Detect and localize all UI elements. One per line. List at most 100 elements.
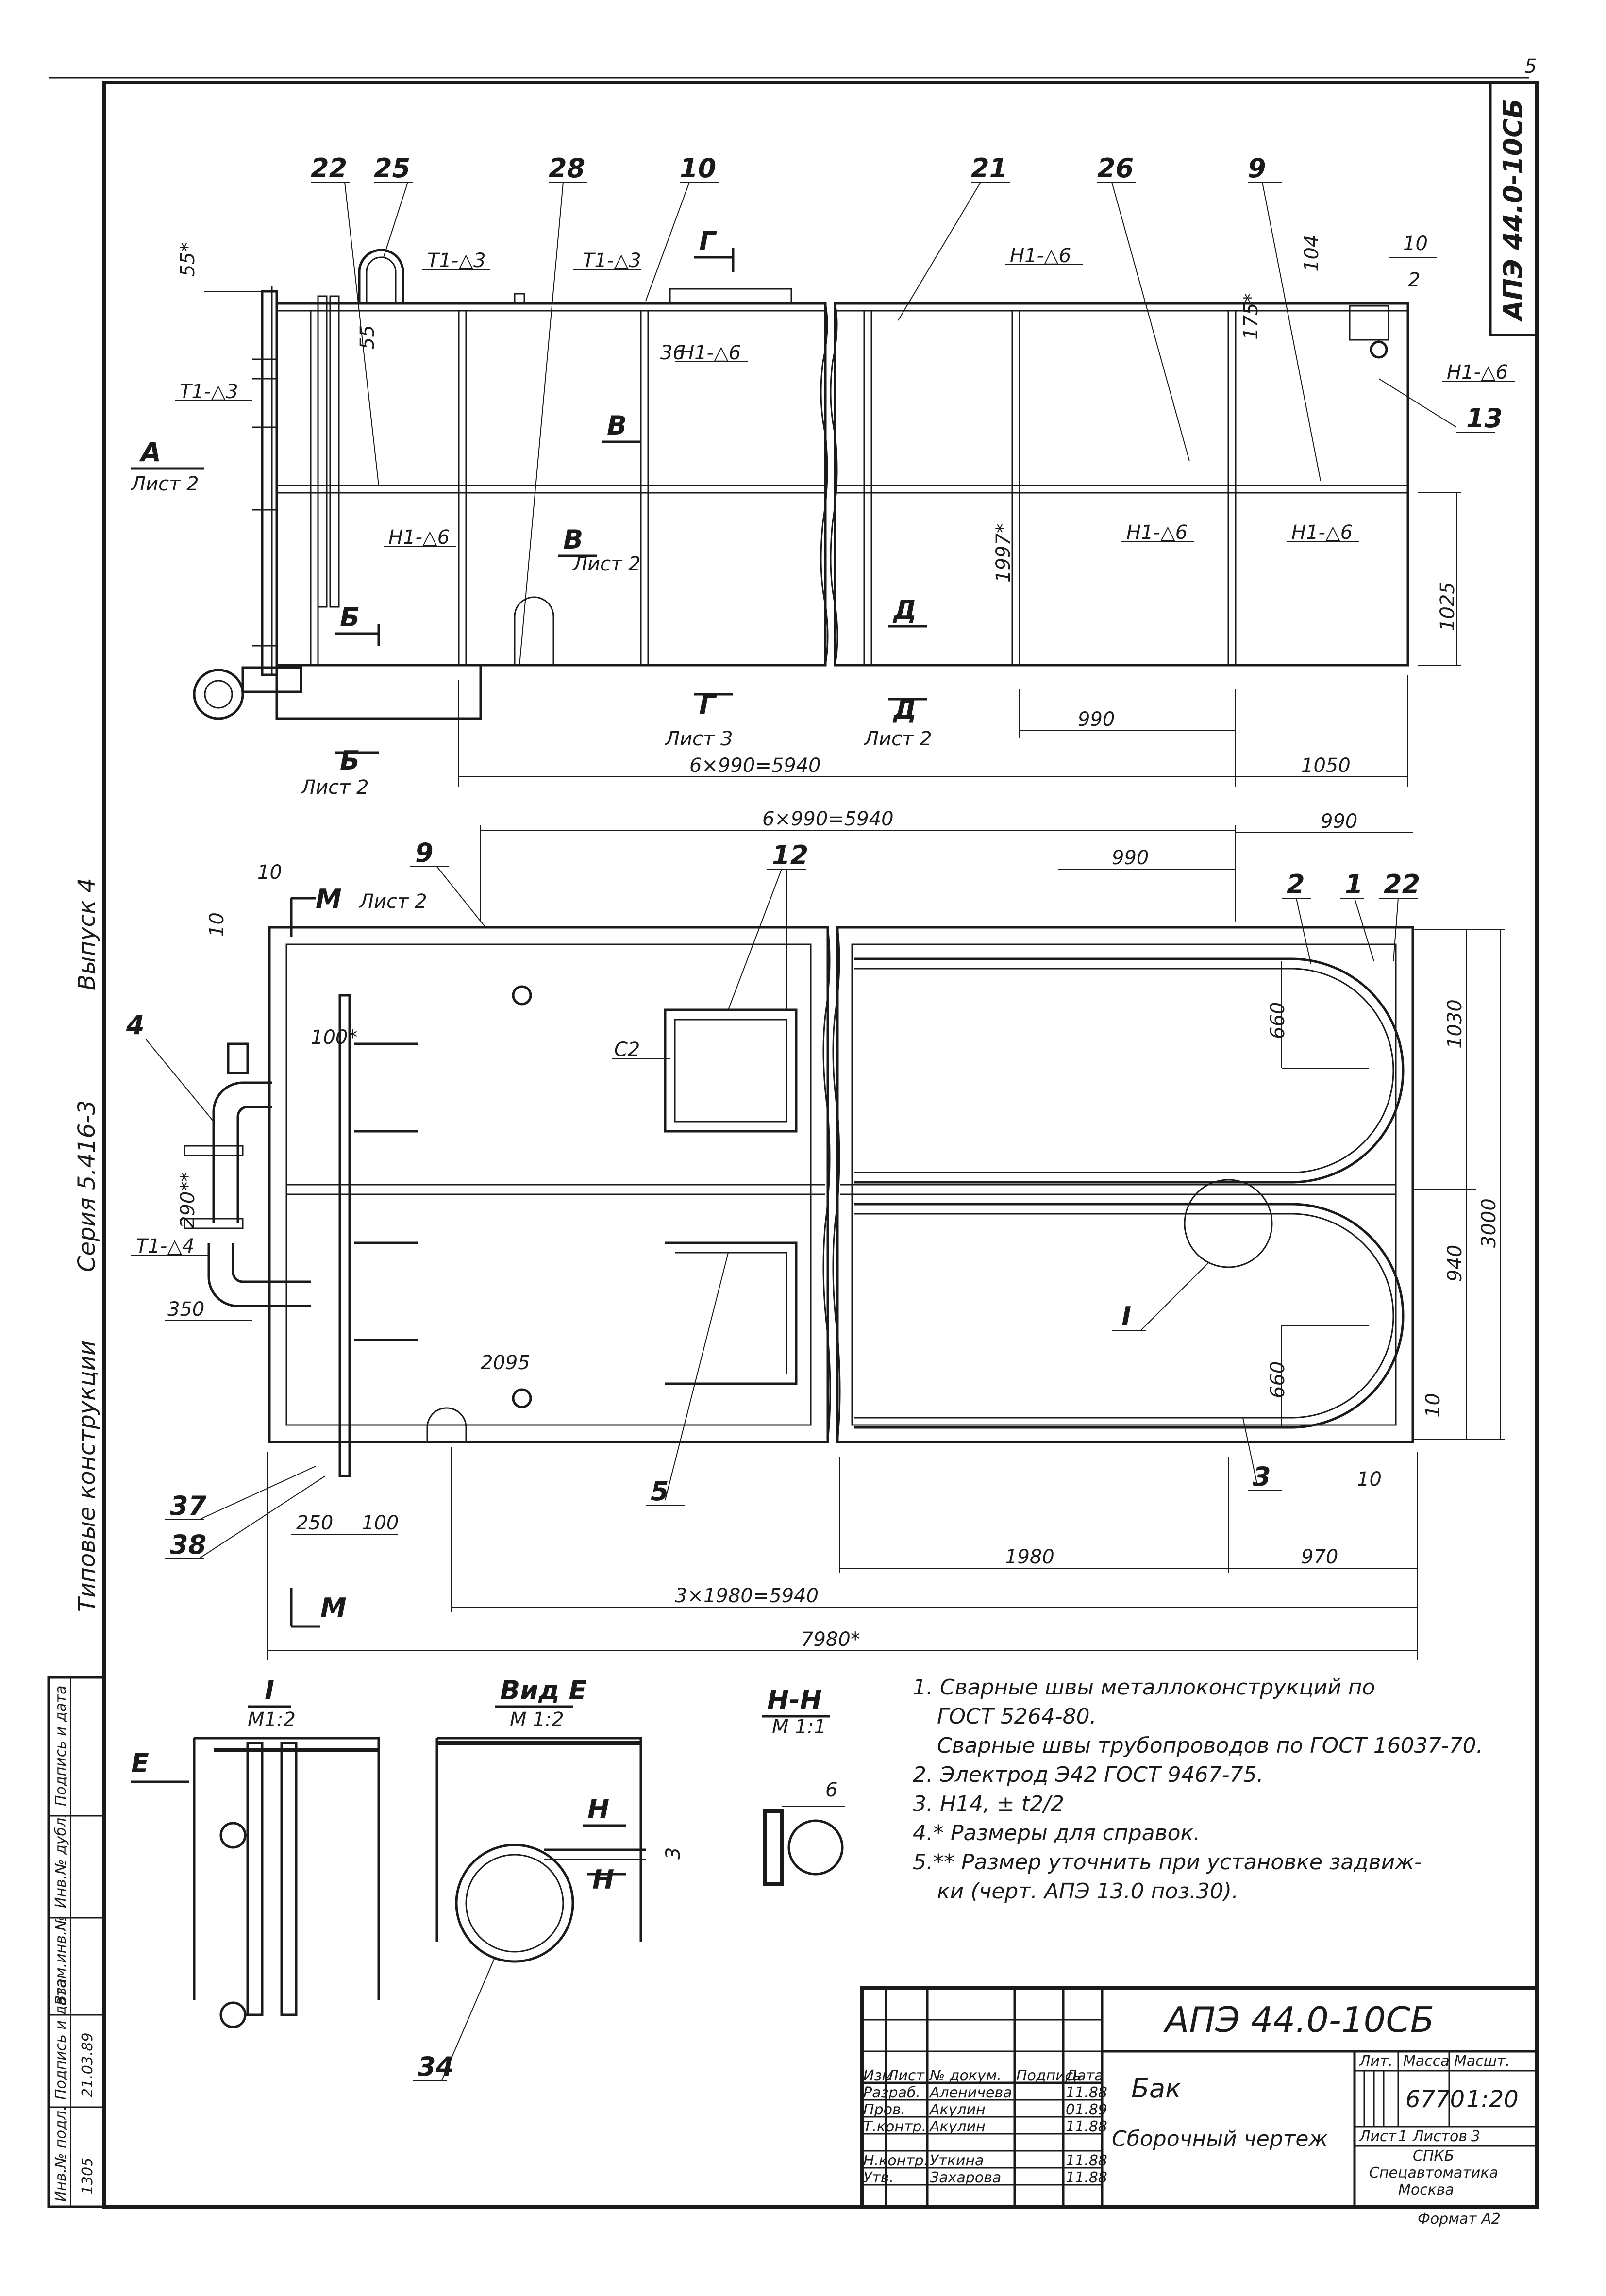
dim-55-star: 55* — [177, 242, 199, 277]
dim-1050: 1050 — [1301, 754, 1351, 777]
pos-25: 25 — [374, 153, 410, 184]
dim-3000: 3000 — [1478, 1198, 1500, 1248]
tb-row3-role: Т.контр. — [863, 2118, 926, 2135]
tb-sheet-label: Лист — [1359, 2128, 1397, 2145]
note-1c: Сварные швы трубопроводов по ГОСТ 16037-… — [937, 1733, 1483, 1758]
section-hh-title: Н-Н — [767, 1685, 822, 1715]
weld-t1-3-mid: Т1-△3 — [427, 250, 486, 272]
sheet-ref-g: Лист 3 — [664, 728, 733, 750]
tb-row6-date: 11.88 — [1066, 2169, 1107, 2186]
pos-38: 38 — [170, 1529, 206, 1560]
view-e-scale: М 1:2 — [510, 1709, 564, 1731]
dim-10-plan-d: 10 — [1357, 1468, 1382, 1491]
dim-100: 100 — [362, 1512, 399, 1534]
tb-head-doc: № докум. — [929, 2067, 1002, 2084]
dim-2095: 2095 — [481, 1352, 530, 1374]
tb-row1-date: 11.88 — [1066, 2084, 1107, 2101]
tb-doc-type: Сборочный чертеж — [1112, 2127, 1328, 2151]
dim-10-top: 10 — [1403, 233, 1428, 255]
tb-name: Бак — [1131, 2073, 1181, 2104]
tb-sheets-label: Листов — [1412, 2128, 1467, 2145]
section-v-upper: В — [607, 410, 627, 441]
detail-i-circle — [1184, 1179, 1273, 1268]
tb-scale: 1:20 — [1466, 2086, 1519, 2113]
detail-i-mark: I — [1121, 1301, 1131, 1332]
dim-970: 970 — [1301, 1546, 1338, 1568]
sheet-ref-v: Лист 2 — [572, 553, 641, 575]
pos-34: 34 — [418, 2051, 454, 2082]
sheet-ref-b: Лист 2 — [300, 776, 369, 799]
dim-36: 36 — [660, 342, 685, 364]
dim-6x990-top: 6×990=5940 — [689, 754, 821, 777]
tb-row3-name: Акулин — [929, 2118, 986, 2135]
dim-1997: 1997* — [992, 523, 1015, 583]
note-2: 2. Электрод Э42 ГОСТ 9467-75. — [913, 1762, 1264, 1787]
pos-22-top: 22 — [311, 153, 347, 184]
section-b-lower: Б — [340, 745, 360, 776]
view-e-section-top: Н — [587, 1794, 609, 1825]
dim-990-plan-mid: 990 — [1112, 847, 1149, 869]
plan-view: 9 12 2 1 22 4 37 38 5 3 I М — [121, 808, 1505, 1660]
section-g-top: Г — [699, 226, 717, 256]
note-1a: 1. Сварные швы металлоконструкций по — [913, 1675, 1375, 1700]
note-5a: 5.** Размер уточнить при установке задви… — [913, 1850, 1422, 1875]
dim-990-top: 990 — [1078, 708, 1115, 731]
weld-h1-6-end: Н1-△6 — [1447, 361, 1508, 384]
dim-1980: 1980 — [1005, 1546, 1054, 1568]
section-b-upper: Б — [340, 602, 360, 633]
series-label-left: Типовые конструкции — [73, 1341, 100, 1612]
tb-org-1: СПКБ — [1413, 2147, 1454, 2164]
note-5b: ки (черт. АПЭ 13.0 поз.30). — [937, 1879, 1238, 1904]
tb-mass-label: Масса — [1403, 2053, 1450, 2070]
stamp-col-2: Подпись и дата — [52, 1979, 69, 2100]
tb-row5-date: 11.88 — [1066, 2152, 1107, 2169]
section-m-top: М — [316, 884, 342, 914]
dim-290: 290** — [177, 1172, 199, 1228]
pos-9-top: 9 — [1248, 153, 1266, 184]
title-block: АПЭ 44.0-10СБ Бак Сборочный чертеж Изм Л… — [860, 1986, 1539, 2228]
weld-c2: С2 — [614, 1039, 640, 1061]
tb-org-3: Москва — [1398, 2181, 1454, 2198]
stamp-col-4: Инв.№ дубл. — [52, 1813, 69, 1908]
series-label-mid: Серия 5.416-3 — [73, 1100, 100, 1272]
detail-i-arrow-e: Е — [131, 1748, 149, 1778]
weld-h1-6-left: Н1-△6 — [388, 526, 450, 549]
dim-10-plan-b: 10 — [206, 912, 228, 937]
detail-i-title: I — [265, 1675, 274, 1706]
section-d-upper: Д — [892, 595, 917, 625]
stamp-col-1: Инв.№ подл. — [52, 2106, 69, 2202]
tb-head-date: Дата — [1065, 2067, 1104, 2084]
dim-104: 104 — [1301, 235, 1323, 272]
dim-10-plan-c: 10 — [1422, 1393, 1444, 1418]
dim-660-top: 660 — [1267, 1002, 1289, 1039]
view-e-section-bottom: Н — [592, 1864, 614, 1895]
weld-h1-6-mid: Н1-△6 — [1126, 521, 1188, 544]
tb-row1-name: Аленичева — [929, 2084, 1012, 2101]
pos-2: 2 — [1287, 869, 1305, 900]
dim-1030: 1030 — [1444, 999, 1466, 1049]
dim-175: 175* — [1240, 293, 1262, 340]
pos-22-plan: 22 — [1384, 869, 1420, 900]
tb-sheet-num: 1 — [1398, 2128, 1407, 2145]
pos-1: 1 — [1345, 869, 1363, 900]
tb-row3-date: 11.88 — [1066, 2118, 1107, 2135]
dim-6x990-plan: 6×990=5940 — [762, 808, 894, 830]
tb-row2-name: Акулин — [929, 2101, 986, 2118]
tb-org-2: Спецавтоматика — [1369, 2164, 1498, 2181]
left-stamp: Подпись и дата Инв.№ дубл. Взам.инв.№ По… — [47, 1676, 106, 2208]
tb-lit-label: Лит. — [1359, 2053, 1393, 2070]
note-3: 3. Н14, ± t2/2 — [913, 1792, 1064, 1816]
detail-i-scale: М1:2 — [248, 1709, 296, 1731]
stamp-val-2: 21.03.89 — [79, 2032, 96, 2097]
weld-t1-4: Т1-△4 — [136, 1235, 195, 1257]
dim-55: 55 — [356, 325, 379, 350]
pos-26: 26 — [1097, 153, 1134, 184]
pos-21: 21 — [971, 153, 1007, 184]
tb-format: Формат А2 — [1418, 2211, 1501, 2228]
stamp-col-5: Подпись и дата — [52, 1686, 69, 1807]
sheet-ref-m: Лист 2 — [358, 890, 427, 913]
section-hh-scale: М 1:1 — [772, 1716, 826, 1738]
pos-4: 4 — [126, 1010, 145, 1040]
